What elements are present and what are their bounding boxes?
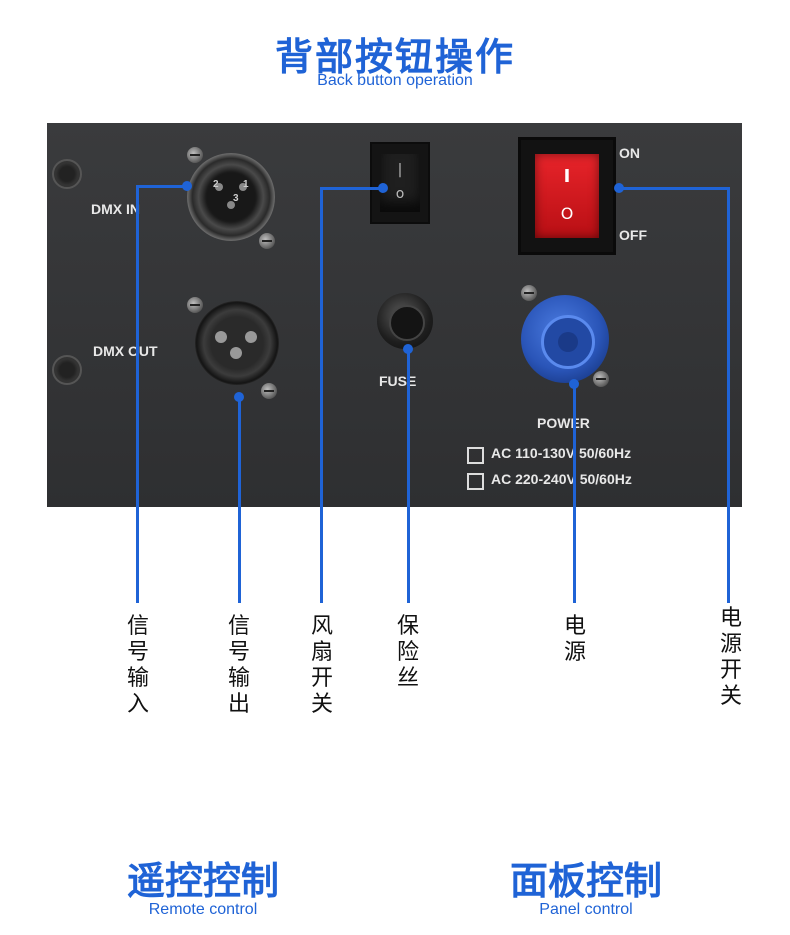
callout-dot xyxy=(182,181,192,191)
callout-label-fuse: 保险丝 xyxy=(396,614,419,691)
pin-1-label: 1 xyxy=(243,179,249,190)
callout-line xyxy=(618,187,730,190)
off-label: OFF xyxy=(619,227,647,243)
voltage-110-label: AC 110-130V 50/60Hz xyxy=(491,445,632,461)
voltage-220-checkbox[interactable] xyxy=(467,473,484,490)
voltage-220-label: AC 220-240V 50/60Hz xyxy=(491,471,632,487)
callout-line xyxy=(136,185,186,188)
power-on-mark: I xyxy=(563,166,571,187)
dmx-in-label: DMX IN xyxy=(91,201,140,217)
back-panel-photo: DMX IN 1 2 3 DMX OUT | o FUSE I O ON O xyxy=(47,123,742,507)
page-subtitle: Back button operation xyxy=(317,72,473,89)
screw-icon xyxy=(261,383,277,399)
power-label: POWER xyxy=(537,415,590,431)
mounting-hole-icon xyxy=(52,159,82,189)
fuse-label: FUSE xyxy=(379,373,417,389)
power-connector[interactable] xyxy=(521,295,609,383)
callout-line xyxy=(320,187,382,190)
remote-control-subtitle: Remote control xyxy=(148,901,258,918)
callout-line xyxy=(407,349,410,603)
callout-label-power: 电源 xyxy=(563,614,586,665)
pin-2-label: 2 xyxy=(213,179,219,190)
callout-line xyxy=(136,185,139,603)
mounting-hole-icon xyxy=(52,355,82,385)
screw-icon xyxy=(187,147,203,163)
pin-3-label: 3 xyxy=(233,193,239,204)
callout-label-power-switch: 电源开关 xyxy=(719,606,742,709)
callout-line xyxy=(320,187,323,603)
callout-dot xyxy=(378,183,388,193)
panel-control-title: 面板控制 xyxy=(509,859,662,903)
power-switch[interactable]: I O xyxy=(518,137,616,255)
page-title: 背部按钮操作 xyxy=(274,35,515,79)
screw-icon xyxy=(521,285,537,301)
dmx-in-connector[interactable]: 1 2 3 xyxy=(187,153,275,241)
pin-3 xyxy=(227,201,235,209)
pin-1 xyxy=(239,183,247,191)
dmx-out-connector[interactable] xyxy=(195,301,279,385)
dmx-out-label: DMX OUT xyxy=(93,343,158,359)
pin-2 xyxy=(215,183,223,191)
callout-line xyxy=(238,397,241,603)
screw-icon xyxy=(593,371,609,387)
on-label: ON xyxy=(619,145,640,161)
callout-line xyxy=(727,187,730,603)
power-off-mark: O xyxy=(560,204,574,223)
screw-icon xyxy=(187,297,203,313)
fuse-holder[interactable] xyxy=(377,293,433,349)
callout-label-signal-input: 信号输入 xyxy=(126,614,149,717)
callout-label-signal-output: 信号输出 xyxy=(227,614,250,717)
panel-control-subtitle: Panel control xyxy=(539,901,633,918)
callout-label-fan-switch: 风扇开关 xyxy=(310,614,333,717)
voltage-110-checkbox[interactable] xyxy=(467,447,484,464)
callout-line xyxy=(573,384,576,603)
remote-control-title: 遥控控制 xyxy=(126,859,279,903)
screw-icon xyxy=(259,233,275,249)
